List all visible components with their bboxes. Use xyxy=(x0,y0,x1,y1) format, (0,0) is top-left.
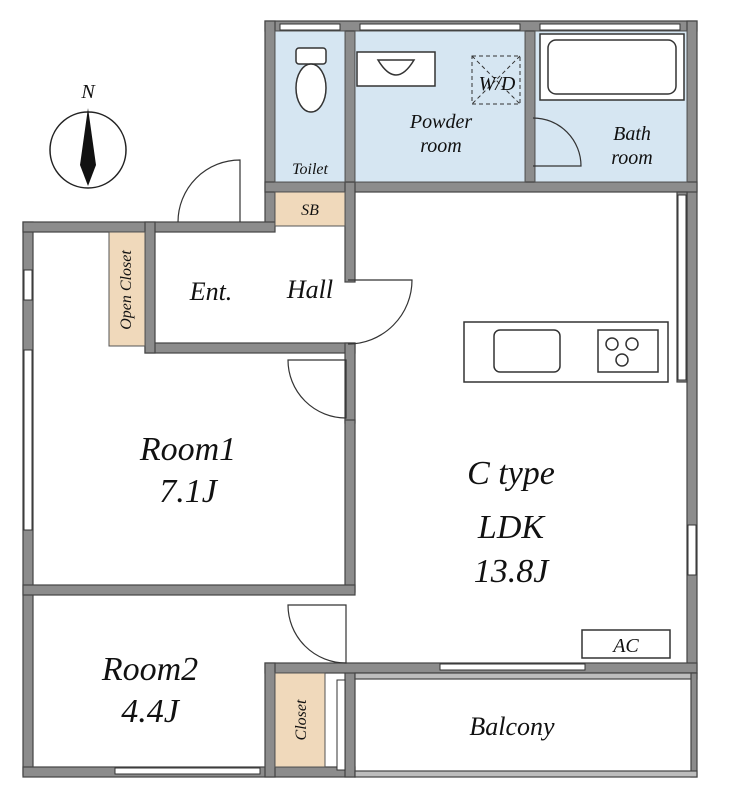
ldk-size: 13.8J xyxy=(474,553,551,590)
wd-label: W/D xyxy=(479,73,516,95)
room1-name: Room1 xyxy=(139,431,236,468)
compass-icon xyxy=(49,108,127,189)
balcony-label: Balcony xyxy=(469,712,555,741)
ac-label: AC xyxy=(611,635,639,657)
bath-label-2: room xyxy=(611,147,652,169)
room2-size: 4.4J xyxy=(121,693,181,730)
hall-door xyxy=(347,279,413,345)
hall-label: Hall xyxy=(286,275,333,304)
sb-label: SB xyxy=(301,202,319,219)
open-closet-label: Open Closet xyxy=(118,250,135,330)
closet-label: Closet xyxy=(293,699,310,740)
north-label: N xyxy=(80,81,96,103)
washer-space xyxy=(471,55,521,105)
windows xyxy=(23,23,697,775)
kitchen-counter xyxy=(463,321,669,383)
room1-door xyxy=(287,359,347,419)
toilet-label: Toilet xyxy=(292,161,328,178)
powder-label-1: Powder xyxy=(409,111,472,133)
room2-door xyxy=(287,604,347,664)
storage xyxy=(108,191,346,768)
bathtub xyxy=(539,33,685,101)
entrance-label: Ent. xyxy=(189,277,233,306)
sink-fixture xyxy=(356,51,436,87)
closet-storage xyxy=(274,672,326,768)
bath-door xyxy=(532,117,582,167)
room2-name: Room2 xyxy=(101,651,198,688)
doors xyxy=(177,117,582,664)
sb-storage xyxy=(274,191,346,227)
room1-size: 7.1J xyxy=(159,473,219,510)
bath-label-1: Bath xyxy=(613,123,651,145)
open-closet-storage xyxy=(108,231,146,347)
entrance-door xyxy=(177,159,241,223)
toilet-fixture xyxy=(295,47,327,113)
ac-unit xyxy=(581,629,671,659)
ldk-type: C type xyxy=(467,455,555,492)
powder-label-2: room xyxy=(420,135,461,157)
ldk-name: LDK xyxy=(477,509,546,546)
